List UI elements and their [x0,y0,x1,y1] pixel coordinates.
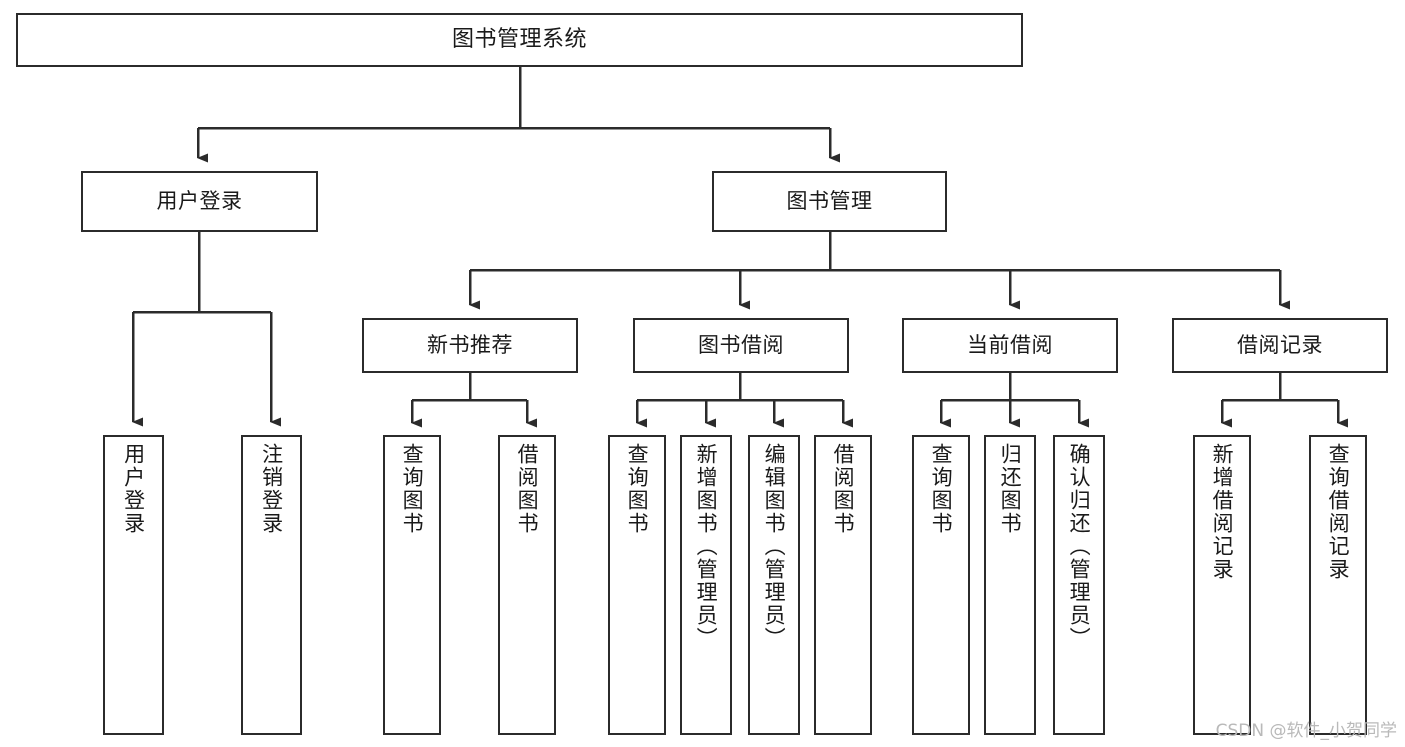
leaf-node-logout[interactable]: 注销登录 [241,435,302,735]
node-new-book-recommendation[interactable]: 新书推荐 [362,318,578,373]
leaf-node-confirm-return-admin[interactable]: 确认归还（管理员） [1053,435,1105,735]
leaf-node-user-login[interactable]: 用户登录 [103,435,164,735]
leaf-node-add-book-admin[interactable]: 新增图书（管理员） [680,435,732,735]
node-label: 借阅图书 [515,443,540,535]
node-current-borrowing[interactable]: 当前借阅 [902,318,1118,373]
node-label: 注销登录 [259,443,284,535]
leaf-node-query-borrow-record[interactable]: 查询借阅记录 [1309,435,1367,735]
leaf-node-borrow-books-new[interactable]: 借阅图书 [498,435,556,735]
node-label: 确认归还（管理员） [1067,443,1092,650]
node-label: 借阅记录 [1237,332,1323,357]
node-book-management[interactable]: 图书管理 [712,171,947,232]
node-label: 查询图书 [400,443,425,535]
node-label: 图书管理系统 [451,26,587,52]
node-label: 当前借阅 [967,332,1053,357]
node-label: 新增图书（管理员） [694,443,719,650]
node-label: 图书借阅 [698,332,784,357]
leaf-node-borrow-books[interactable]: 借阅图书 [814,435,872,735]
node-label: 查询借阅记录 [1326,443,1351,581]
leaf-node-return-books[interactable]: 归还图书 [984,435,1036,735]
node-label: 新书推荐 [427,332,513,357]
node-borrow-records[interactable]: 借阅记录 [1172,318,1388,373]
node-label: 编辑图书（管理员） [762,443,787,650]
node-label: 用户登录 [121,443,146,535]
node-label: 借阅图书 [831,443,856,535]
node-label: 查询图书 [929,443,954,535]
leaf-node-edit-book-admin[interactable]: 编辑图书（管理员） [748,435,800,735]
node-label: 用户登录 [156,188,243,213]
node-user-login[interactable]: 用户登录 [81,171,318,232]
leaf-node-query-books-borrow[interactable]: 查询图书 [608,435,666,735]
csdn-watermark: CSDN @软件_小贺同学 [1215,721,1397,741]
node-label: 归还图书 [998,443,1023,535]
node-label: 查询图书 [625,443,650,535]
leaf-node-add-borrow-record[interactable]: 新增借阅记录 [1193,435,1251,735]
node-book-borrowing[interactable]: 图书借阅 [633,318,849,373]
node-label: 新增借阅记录 [1210,443,1235,581]
node-label: 图书管理 [786,188,873,213]
leaf-node-query-books-current[interactable]: 查询图书 [912,435,970,735]
leaf-node-query-books-new[interactable]: 查询图书 [383,435,441,735]
node-root-system[interactable]: 图书管理系统 [16,13,1023,67]
